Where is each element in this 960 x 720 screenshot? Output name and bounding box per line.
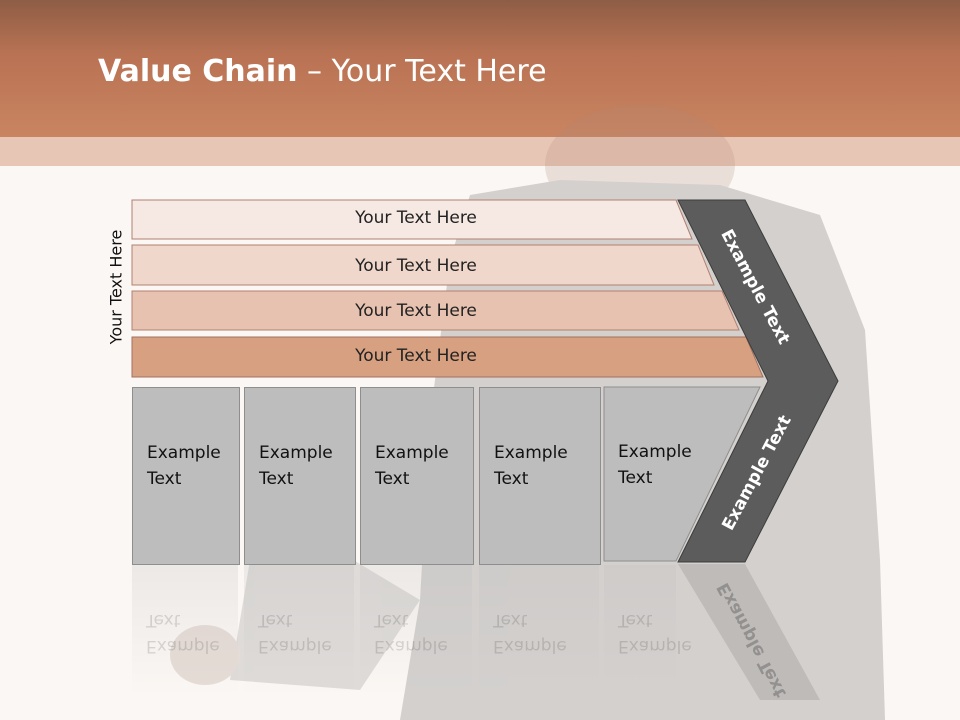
row-3-label: Your Text Here xyxy=(355,301,477,321)
slide-title: Value Chain – Your Text Here xyxy=(98,54,547,89)
row-2-bar xyxy=(131,244,715,286)
row-4-bar xyxy=(131,336,764,378)
row-1-bar xyxy=(131,199,693,240)
column-5-shape xyxy=(603,386,761,562)
row-2-label: Your Text Here xyxy=(355,256,477,276)
chevron-arrow xyxy=(677,199,839,563)
title-rest: – Your Text Here xyxy=(297,54,547,89)
header-sub-band xyxy=(0,137,960,166)
row-1-label: Your Text Here xyxy=(355,208,477,228)
chevron-reflection xyxy=(678,564,820,700)
title-bold: Value Chain xyxy=(98,54,298,89)
row-3-bar xyxy=(131,290,740,331)
header-band xyxy=(0,0,960,137)
row-4-label: Your Text Here xyxy=(355,346,477,366)
